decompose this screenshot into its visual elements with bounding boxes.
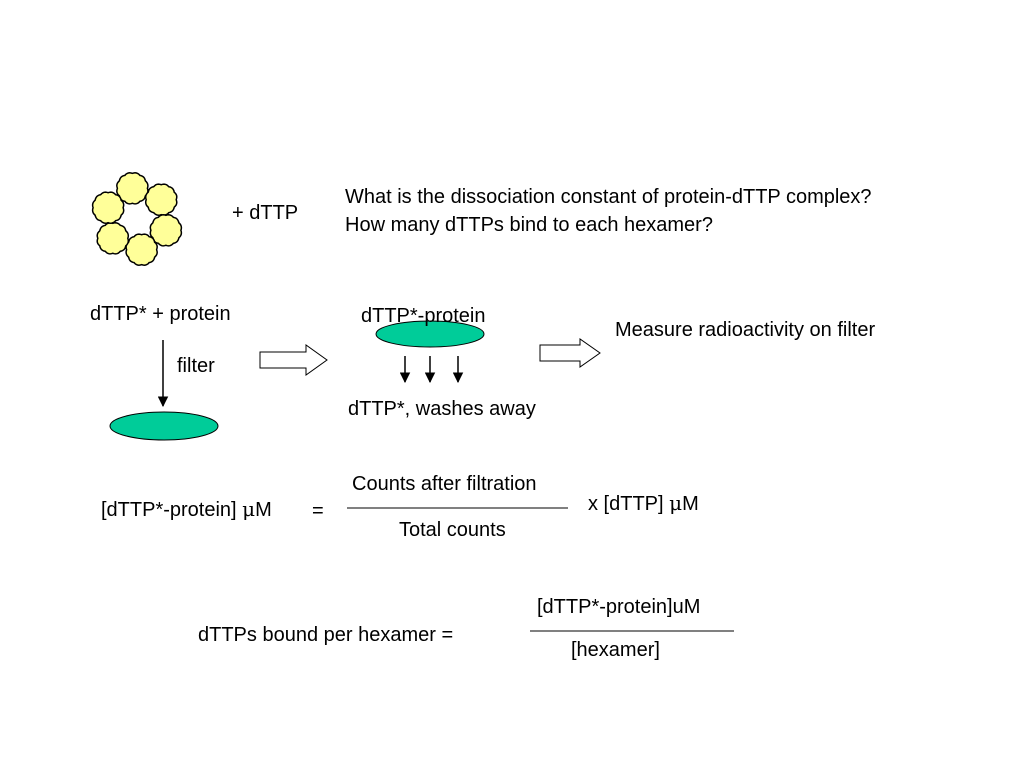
hexamer-subunit	[96, 222, 130, 255]
formula1-rhs: x [dTTP] μM	[588, 493, 699, 514]
formula1-rhs-text: x [dTTP]	[588, 493, 670, 515]
filter-label: filter	[177, 355, 215, 377]
hexamer-subunit	[125, 233, 158, 266]
formula2-denominator: [hexamer]	[571, 639, 660, 661]
mix-label: dTTP* + protein	[90, 303, 231, 325]
hexamer-subunit	[144, 183, 178, 216]
hexamer-subunit	[149, 214, 183, 247]
plus-dttp-label: + dTTP	[232, 202, 299, 224]
formula1-lhs-text: [dTTP*-protein]	[101, 499, 243, 521]
formula1-denominator: Total counts	[399, 519, 506, 541]
question-dissociation: What is the dissociation constant of pro…	[345, 186, 872, 208]
hexamer-subunit	[116, 172, 149, 205]
formula2-lhs: dTTPs bound per hexamer =	[198, 624, 454, 646]
complex-label: dTTP*-protein	[361, 305, 486, 327]
formula2-numerator: [dTTP*-protein]uM	[537, 596, 701, 618]
formula1-rhs-unit: M	[682, 493, 699, 515]
block-arrow-icon	[539, 338, 601, 368]
formula1-numerator: Counts after filtration	[352, 473, 537, 495]
mu-symbol: μ	[242, 497, 256, 521]
mu-symbol: μ	[669, 491, 683, 515]
question-binding: How many dTTPs bind to each hexamer?	[345, 214, 713, 236]
hexamer-subunit	[91, 191, 125, 224]
formula1-equals: =	[312, 500, 324, 522]
block-arrow-icon	[259, 344, 328, 376]
formula1-lhs-unit: M	[255, 499, 272, 521]
formula1-lhs: [dTTP*-protein] μM	[101, 499, 272, 520]
complex-filter-disc-icon	[375, 320, 485, 348]
hexamer-ring-icon	[91, 172, 183, 266]
filter-disc-icon	[109, 411, 219, 441]
washes-label: dTTP*, washes away	[348, 398, 536, 420]
measure-label: Measure radioactivity on filter	[615, 319, 876, 341]
